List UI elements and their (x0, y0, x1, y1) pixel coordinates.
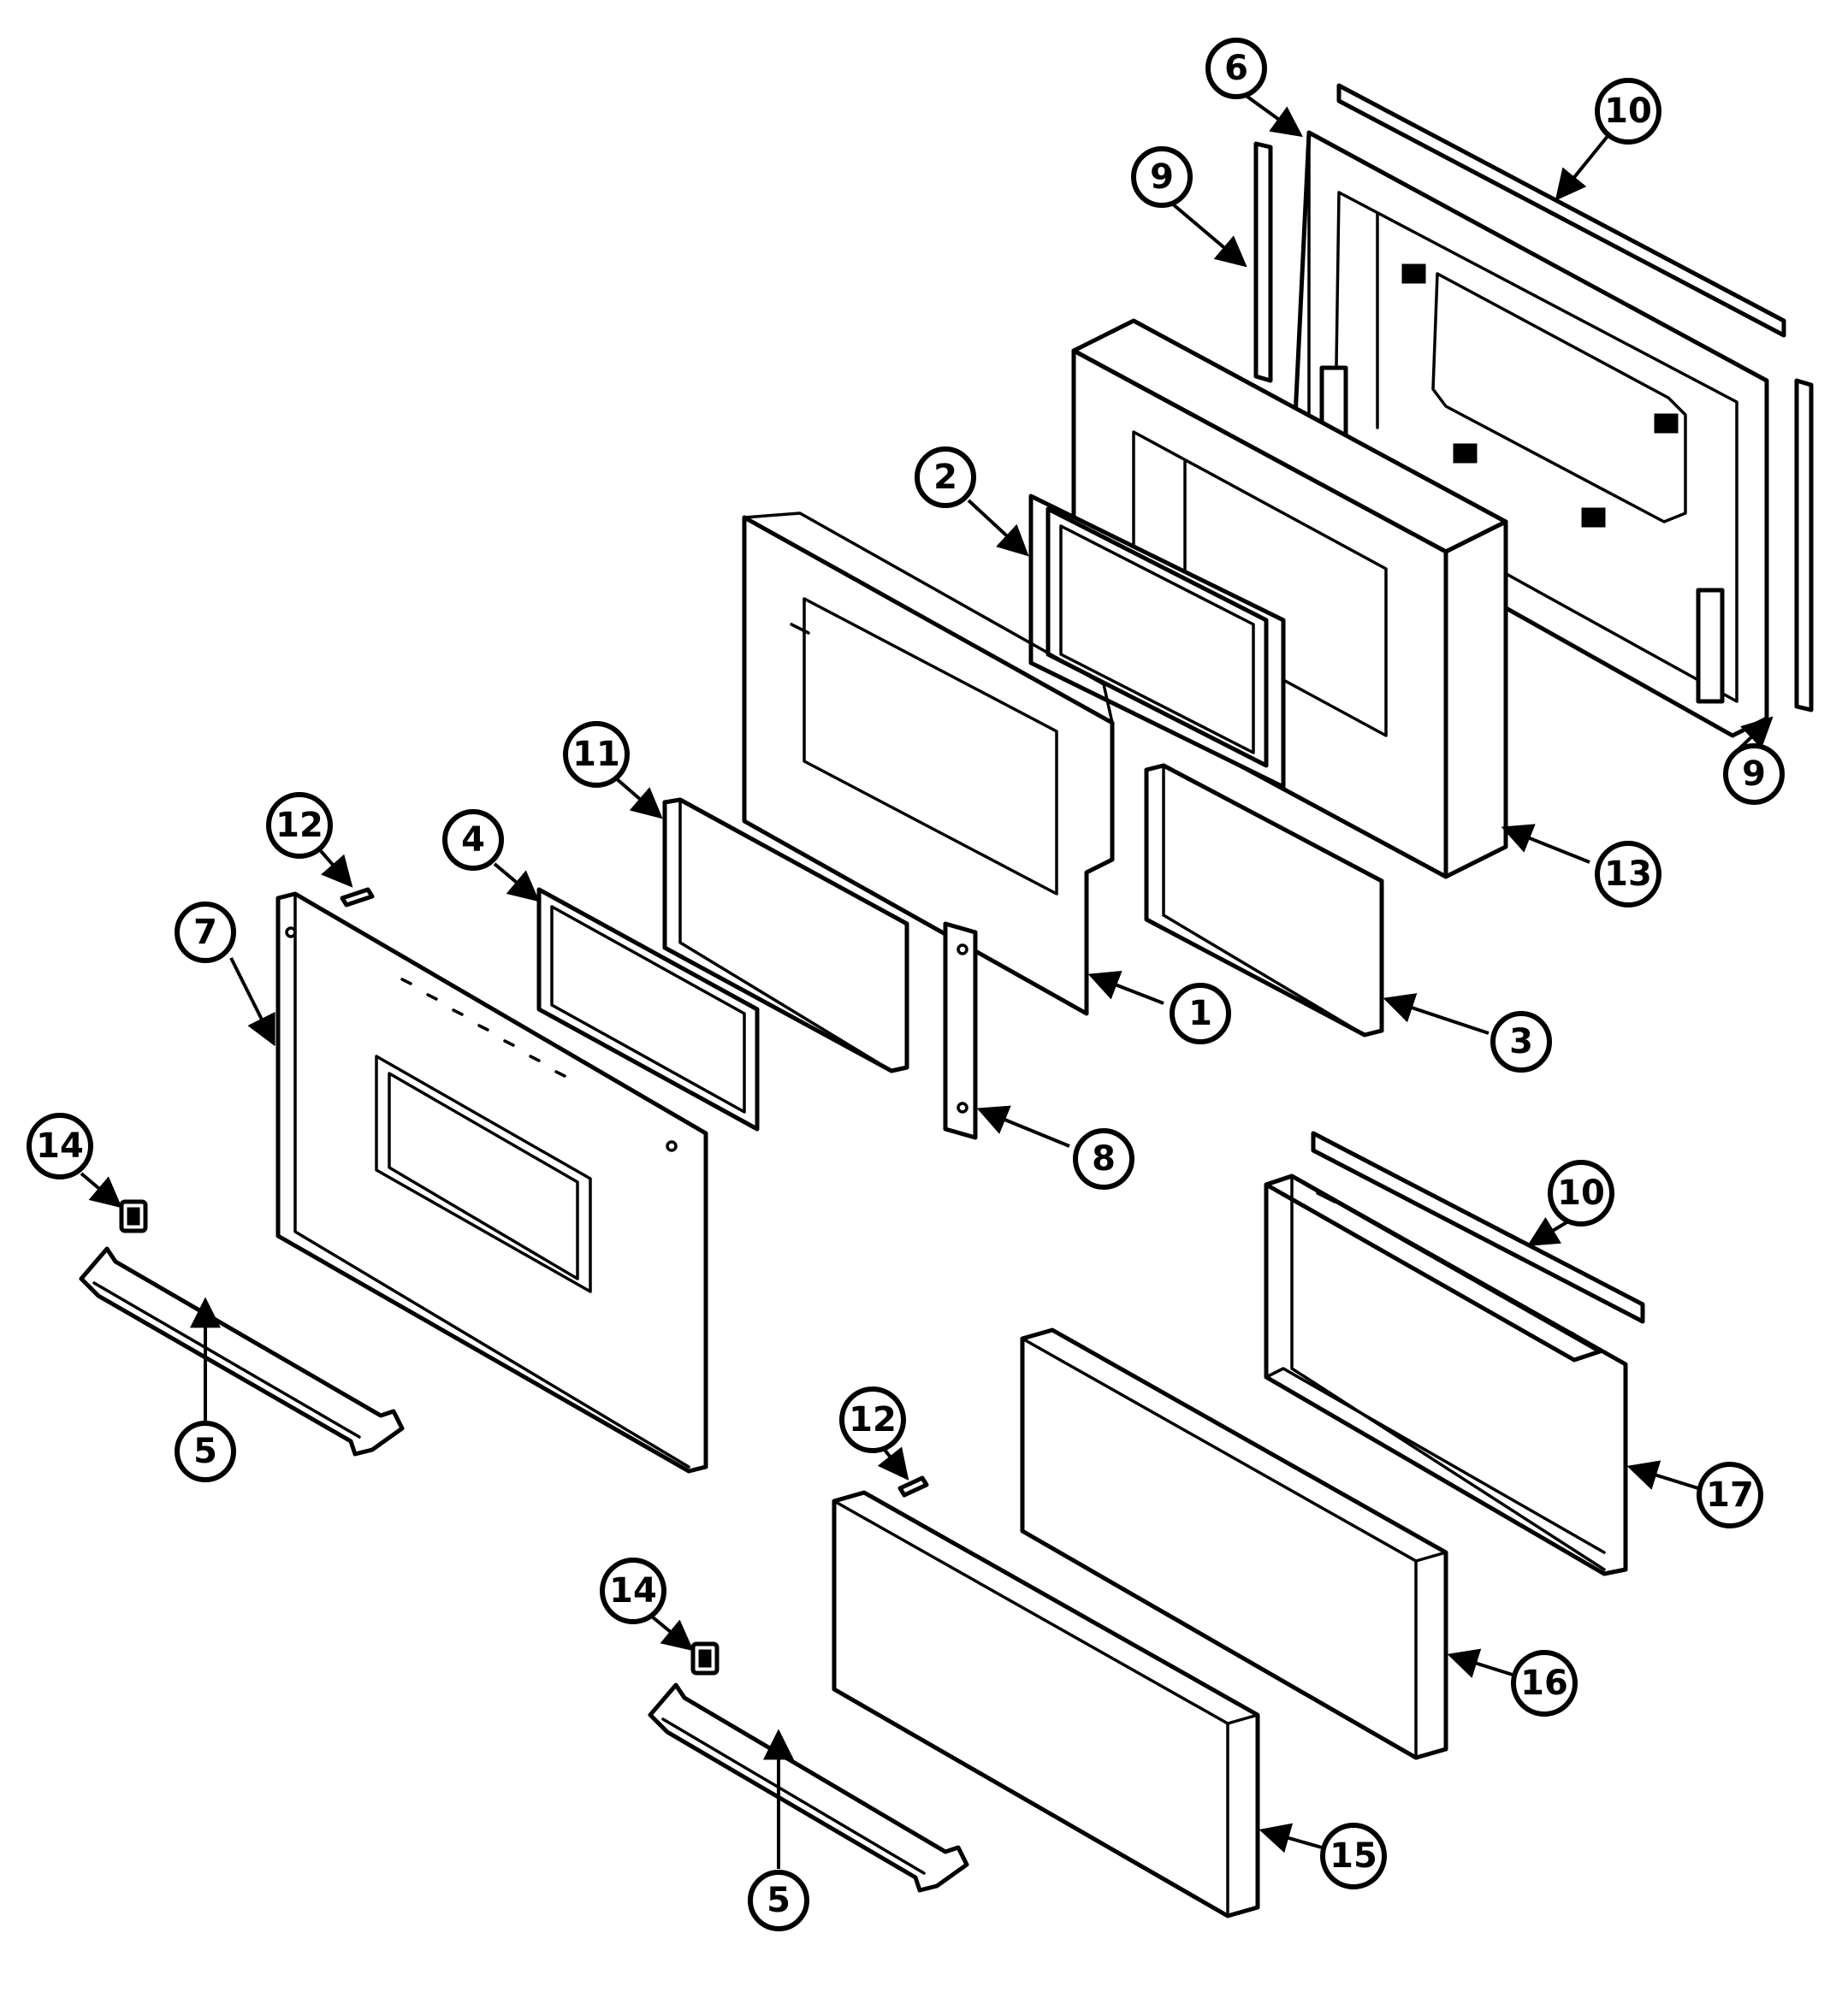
part-17-drawer-body (1264, 1174, 1628, 1576)
callout-8-label: 8 (1092, 1139, 1116, 1179)
leader-17 (1626, 1460, 1699, 1490)
part-10-lower-trim-strip (1311, 1131, 1645, 1324)
callout-3-label: 3 (1509, 1022, 1533, 1061)
part-9-right-side-trim (1794, 378, 1814, 712)
callout-5-upper-label: 5 (193, 1432, 217, 1471)
callout-10-upper-label: 10 (1604, 92, 1652, 131)
leader-8 (976, 1105, 1070, 1148)
part-12-upper-screw (340, 887, 375, 907)
leader-7 (229, 957, 275, 1047)
callout-10-upper: 10 (1595, 78, 1661, 145)
callout-2: 2 (915, 446, 976, 508)
callout-15-label: 15 (1330, 1836, 1377, 1876)
callout-13-label: 13 (1604, 854, 1652, 894)
callout-17-label: 17 (1706, 1475, 1754, 1515)
callout-11-label: 11 (572, 735, 620, 774)
callout-4: 4 (442, 809, 504, 871)
callout-8: 8 (1073, 1128, 1134, 1190)
part-5-lower-drawer-handle (648, 1682, 969, 1893)
callout-12-upper: 12 (266, 792, 333, 859)
callout-6-label: 6 (1224, 49, 1248, 88)
leader-16 (1447, 1648, 1513, 1678)
part-6-inner-door-liner (1289, 130, 1769, 738)
callout-14-lower-label: 14 (609, 1571, 657, 1611)
callout-14-lower: 14 (600, 1558, 666, 1624)
callout-1: 1 (1170, 983, 1231, 1044)
callout-1-label: 1 (1188, 994, 1212, 1033)
callout-5-lower: 5 (748, 1870, 809, 1931)
callout-12-lower-label: 12 (849, 1400, 897, 1440)
leader-10-lower (1526, 1216, 1574, 1246)
callout-15: 15 (1320, 1823, 1387, 1889)
callout-10-lower: 10 (1548, 1160, 1614, 1227)
callout-7: 7 (175, 902, 236, 963)
part-2-window-frame (1028, 494, 1286, 789)
callout-9-upper-label: 9 (1150, 157, 1174, 197)
callout-16: 16 (1511, 1650, 1578, 1717)
leader-3 (1383, 993, 1490, 1035)
leader-12-upper (319, 849, 353, 888)
leader-14-lower (650, 1615, 694, 1652)
part-5-upper-door-handle (79, 1246, 405, 1457)
callout-6: 6 (1205, 38, 1267, 99)
callout-17: 17 (1697, 1462, 1763, 1528)
part-11-glass-panel (662, 797, 909, 1073)
callout-14-upper-label: 14 (36, 1126, 84, 1166)
callout-16-label: 16 (1520, 1664, 1568, 1703)
callout-11: 11 (563, 721, 630, 788)
leader-15 (1259, 1823, 1323, 1853)
leader-2 (967, 499, 1029, 557)
part-8-hinge-bracket (943, 921, 978, 1140)
part-12-lower-screw (897, 1475, 929, 1498)
leader-9-upper (1170, 202, 1247, 268)
callout-7-label: 7 (193, 913, 217, 952)
leader-1 (1087, 970, 1164, 1005)
callout-3: 3 (1490, 1011, 1552, 1073)
callout-9-upper: 9 (1131, 146, 1193, 208)
part-14-upper-end-cap (119, 1199, 148, 1233)
part-1-door-liner-panel (742, 511, 1115, 1016)
part-7-outer-door (275, 891, 708, 1474)
leader-11 (614, 777, 663, 819)
leader-12-lower (877, 1444, 909, 1481)
callout-9-lower: 9 (1723, 743, 1785, 805)
callout-12-lower: 12 (839, 1386, 906, 1453)
callout-9-lower-label: 9 (1742, 754, 1766, 794)
callout-5-lower-label: 5 (767, 1881, 791, 1920)
part-9-left-side-trim (1253, 141, 1273, 383)
part-16-drawer-rear-panel (1020, 1327, 1448, 1760)
part-4-door-gasket (536, 887, 760, 1132)
part-3-inner-glass-panel (1144, 763, 1384, 1038)
callout-2-label: 2 (933, 458, 957, 497)
callout-4-label: 4 (461, 820, 485, 860)
part-10-upper-top-trim (1336, 83, 1786, 338)
callout-5-upper: 5 (175, 1421, 236, 1482)
callout-12-upper-label: 12 (275, 806, 323, 845)
part-14-lower-end-cap (690, 1641, 720, 1676)
leader-14-upper (80, 1172, 122, 1209)
part-15-drawer-front-panel (832, 1490, 1260, 1918)
leader-13 (1501, 824, 1590, 864)
callout-14-upper: 14 (27, 1113, 93, 1179)
callout-10-lower-label: 10 (1557, 1174, 1605, 1213)
callout-13: 13 (1595, 841, 1661, 907)
leader-4 (493, 862, 540, 902)
leader-10-upper (1555, 133, 1610, 201)
